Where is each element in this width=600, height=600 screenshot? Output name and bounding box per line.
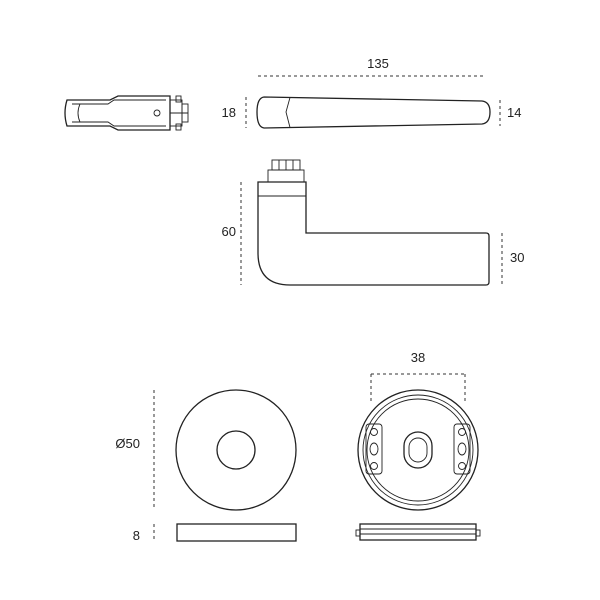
lever-end-view — [64, 95, 189, 131]
dimension-label-grip-height: 30 — [510, 250, 524, 265]
dimension-label-length: 135 — [367, 56, 389, 71]
dimension-label-rose-depth: 8 — [133, 528, 140, 543]
dimension-label-thickness-right: 14 — [507, 105, 521, 120]
rose-view: Ø50 8 — [115, 389, 297, 543]
dimension-label-escutcheon-width: 38 — [411, 350, 425, 365]
dimension-label-height: 60 — [222, 224, 236, 239]
dimension-label-rose-diameter: Ø50 — [115, 436, 140, 451]
lever-top-view: 135 18 14 — [222, 56, 521, 129]
dimension-label-thickness-left: 18 — [222, 105, 236, 120]
escutcheon-view: 38 — [355, 350, 481, 541]
lever-side-view: 60 30 — [222, 159, 524, 286]
